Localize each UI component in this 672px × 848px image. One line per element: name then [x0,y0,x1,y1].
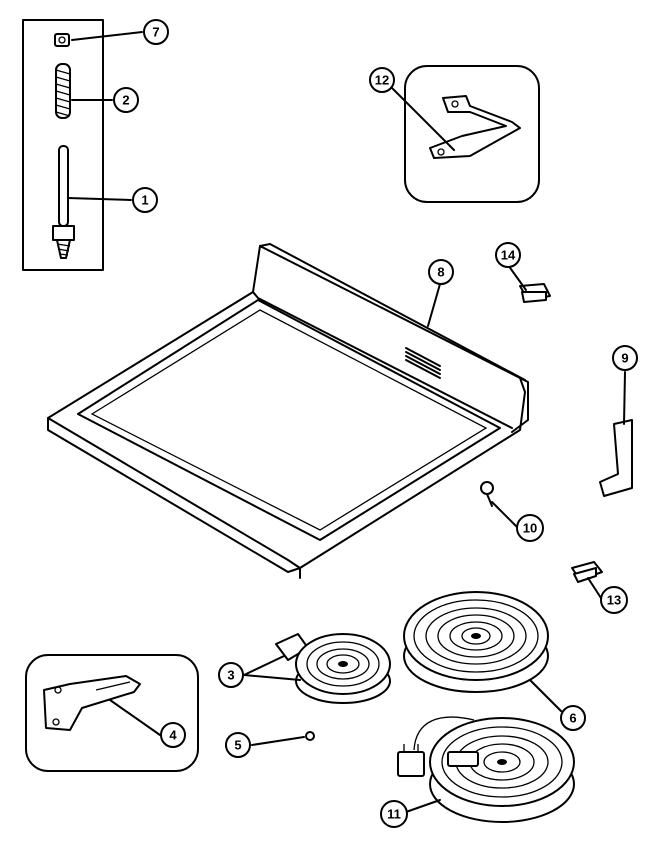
callout-3: 3 [218,662,244,688]
svg-text:13: 13 [607,593,621,608]
part-14-clip [519,283,551,303]
svg-text:6: 6 [569,711,576,726]
callout-10: 10 [516,514,544,542]
hinge-parts-box [22,19,104,271]
part-11-element [397,716,575,823]
leader-lines [67,31,626,813]
part-2-spring [55,63,71,119]
svg-text:8: 8 [437,265,444,280]
part-5-screw [305,731,315,741]
part-9-bracket [599,419,633,497]
svg-text:12: 12 [375,73,389,88]
part-10-screw [480,481,494,507]
svg-text:5: 5 [234,738,241,753]
callout-9: 9 [612,345,638,371]
svg-text:7: 7 [152,25,159,40]
svg-text:2: 2 [122,93,129,108]
callout-12: 12 [369,67,395,93]
svg-text:10: 10 [523,521,537,536]
part-7-nut [54,33,70,47]
part-6-large-element [403,591,549,693]
svg-text:3: 3 [227,668,234,683]
svg-text:9: 9 [621,351,628,366]
callout-6: 6 [560,705,586,731]
part-3-small-element [275,633,391,704]
svg-text:14: 14 [501,248,516,263]
vent-slots [405,347,441,379]
callout-1: 1 [132,187,158,213]
part-13-clip [571,561,603,583]
callout-2: 2 [113,87,139,113]
part-1-rod [52,145,75,259]
callout-11: 11 [380,800,408,828]
svg-text:4: 4 [169,728,177,743]
callout-5: 5 [225,732,251,758]
callout-4: 4 [160,722,186,748]
svg-text:11: 11 [387,807,401,822]
svg-text:1: 1 [141,193,148,208]
part-12-group [404,65,540,203]
callout-7: 7 [143,19,169,45]
callout-14: 14 [495,242,521,268]
part-8-cooktop [47,243,529,579]
callout-8: 8 [428,259,454,285]
callout-13: 13 [600,586,628,614]
part-4-group [25,654,199,772]
